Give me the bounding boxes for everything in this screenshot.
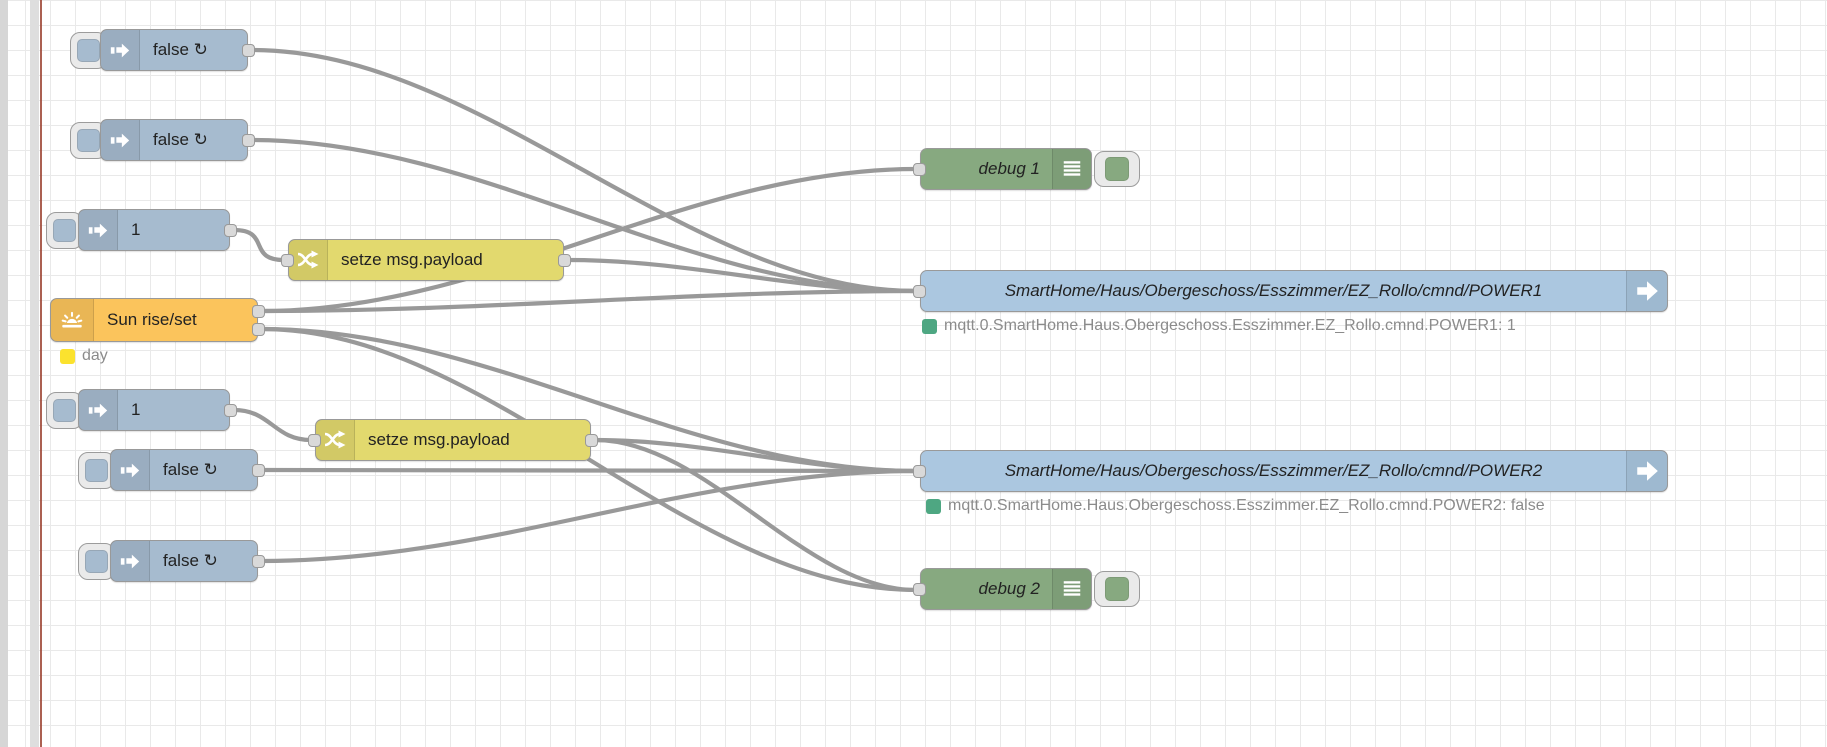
shuffle-icon (316, 420, 355, 460)
wire-sun1-to-power1[interactable] (259, 288, 919, 314)
debug-toggle-face (1105, 577, 1129, 601)
input-port[interactable] (913, 464, 926, 478)
sunrise-icon (51, 299, 94, 341)
input-port[interactable] (281, 253, 294, 267)
inject-arrow-icon (79, 210, 118, 250)
node-debug-2[interactable]: debug 2 (913, 568, 1092, 610)
node-inject-false-d[interactable]: false ↻ (110, 540, 265, 582)
input-port[interactable] (308, 433, 321, 447)
arrow-out-icon (1626, 271, 1667, 311)
node-label: SmartHome/Haus/Obergeschoss/Esszimmer/EZ… (1004, 461, 1543, 480)
inject-button-face (77, 39, 100, 62)
inject-arrow-icon (79, 390, 118, 430)
inject-button-face (53, 399, 76, 422)
node-inject-one-b[interactable]: 1 (78, 389, 237, 431)
iobroker-status-power1: mqtt.0.SmartHome.Haus.Obergeschoss.Esszi… (922, 317, 1516, 335)
drag-guide-line (40, 0, 42, 747)
shuffle-icon (289, 240, 328, 280)
wire-sun1-to-debug1[interactable] (259, 166, 919, 314)
status-text: mqtt.0.SmartHome.Haus.Obergeschoss.Esszi… (948, 497, 1545, 514)
output-port[interactable] (585, 433, 598, 447)
input-port[interactable] (913, 284, 926, 298)
inject-arrow-icon (101, 120, 140, 160)
status-dot-green (922, 318, 937, 334)
inject-arrow-icon (111, 450, 150, 490)
arrow-out-icon (1626, 451, 1667, 491)
wire-false-d-to-power2[interactable] (259, 468, 919, 564)
wire-one-b-to-change-b[interactable] (231, 407, 314, 443)
node-iobroker-out-power2[interactable]: SmartHome/Haus/Obergeschoss/Esszimmer/EZ… (913, 450, 1668, 492)
node-label: false ↻ (163, 460, 218, 479)
wire-change-b-to-debug2[interactable] (592, 437, 919, 593)
inject-button-face (85, 550, 108, 573)
iobroker-status-power2: mqtt.0.SmartHome.Haus.Obergeschoss.Esszi… (926, 497, 1545, 515)
node-label: Sun rise/set (107, 310, 197, 329)
node-label: setze msg.payload (368, 430, 510, 449)
output-port[interactable] (242, 43, 255, 57)
node-label: false ↻ (153, 130, 208, 149)
wire-sun2-to-debug2[interactable] (259, 326, 919, 593)
debug-toggle-face (1105, 157, 1129, 181)
output-port[interactable] (558, 253, 571, 267)
node-label: setze msg.payload (341, 250, 483, 269)
node-label: false ↻ (153, 40, 208, 59)
output-port[interactable] (242, 133, 255, 147)
node-change-a[interactable]: setze msg.payload (281, 239, 571, 281)
debug-list-icon (1052, 569, 1091, 609)
inject-button-face (53, 219, 76, 242)
output-port[interactable] (252, 554, 265, 568)
node-inject-false-b[interactable]: false ↻ (100, 119, 255, 161)
output-port-sunset[interactable] (252, 323, 265, 336)
output-port[interactable] (252, 463, 265, 477)
inject-button-face (77, 129, 100, 152)
node-label: 1 (131, 400, 141, 419)
node-inject-one-a[interactable]: 1 (78, 209, 237, 251)
node-label: debug 2 (978, 579, 1040, 598)
input-port[interactable] (913, 582, 926, 596)
wire-false-a-to-power1[interactable] (249, 47, 919, 294)
output-port-sunrise[interactable] (252, 305, 265, 318)
input-port[interactable] (913, 162, 926, 176)
node-label: debug 1 (978, 159, 1040, 178)
debug-list-icon (1052, 149, 1091, 189)
node-sun-rise-set[interactable]: Sun rise/set (50, 298, 265, 342)
palette-edge-strip (0, 0, 8, 747)
wire-change-b-to-power2[interactable] (592, 437, 919, 474)
node-change-b[interactable]: setze msg.payload (308, 419, 598, 461)
inject-arrow-icon (101, 30, 140, 70)
output-port[interactable] (224, 223, 237, 237)
status-dot-yellow (60, 348, 75, 364)
inject-arrow-icon (111, 541, 150, 581)
status-text: mqtt.0.SmartHome.Haus.Obergeschoss.Esszi… (944, 317, 1516, 334)
wire-false-c-to-power2[interactable] (259, 467, 919, 474)
debug-toggle-button[interactable] (1094, 151, 1140, 187)
canvas-edge-band (30, 0, 39, 747)
output-port[interactable] (224, 403, 237, 417)
node-debug-1[interactable]: debug 1 (913, 148, 1092, 190)
status-dot-green (926, 498, 941, 514)
node-iobroker-out-power1[interactable]: SmartHome/Haus/Obergeschoss/Esszimmer/EZ… (913, 270, 1668, 312)
wire-one-a-to-change-a[interactable] (231, 227, 287, 263)
node-label: SmartHome/Haus/Obergeschoss/Esszimmer/EZ… (1004, 281, 1543, 300)
status-text: day (82, 347, 108, 364)
inject-button[interactable] (78, 543, 115, 580)
debug-toggle-button[interactable] (1094, 571, 1140, 607)
node-label: 1 (131, 220, 141, 239)
node-inject-false-c[interactable]: false ↻ (110, 449, 265, 491)
node-inject-false-a[interactable]: false ↻ (100, 29, 255, 71)
node-label: false ↻ (163, 551, 218, 570)
sun-status: day (60, 347, 108, 365)
wire-false-b-to-power1[interactable] (249, 137, 919, 294)
inject-button-face (85, 459, 108, 482)
